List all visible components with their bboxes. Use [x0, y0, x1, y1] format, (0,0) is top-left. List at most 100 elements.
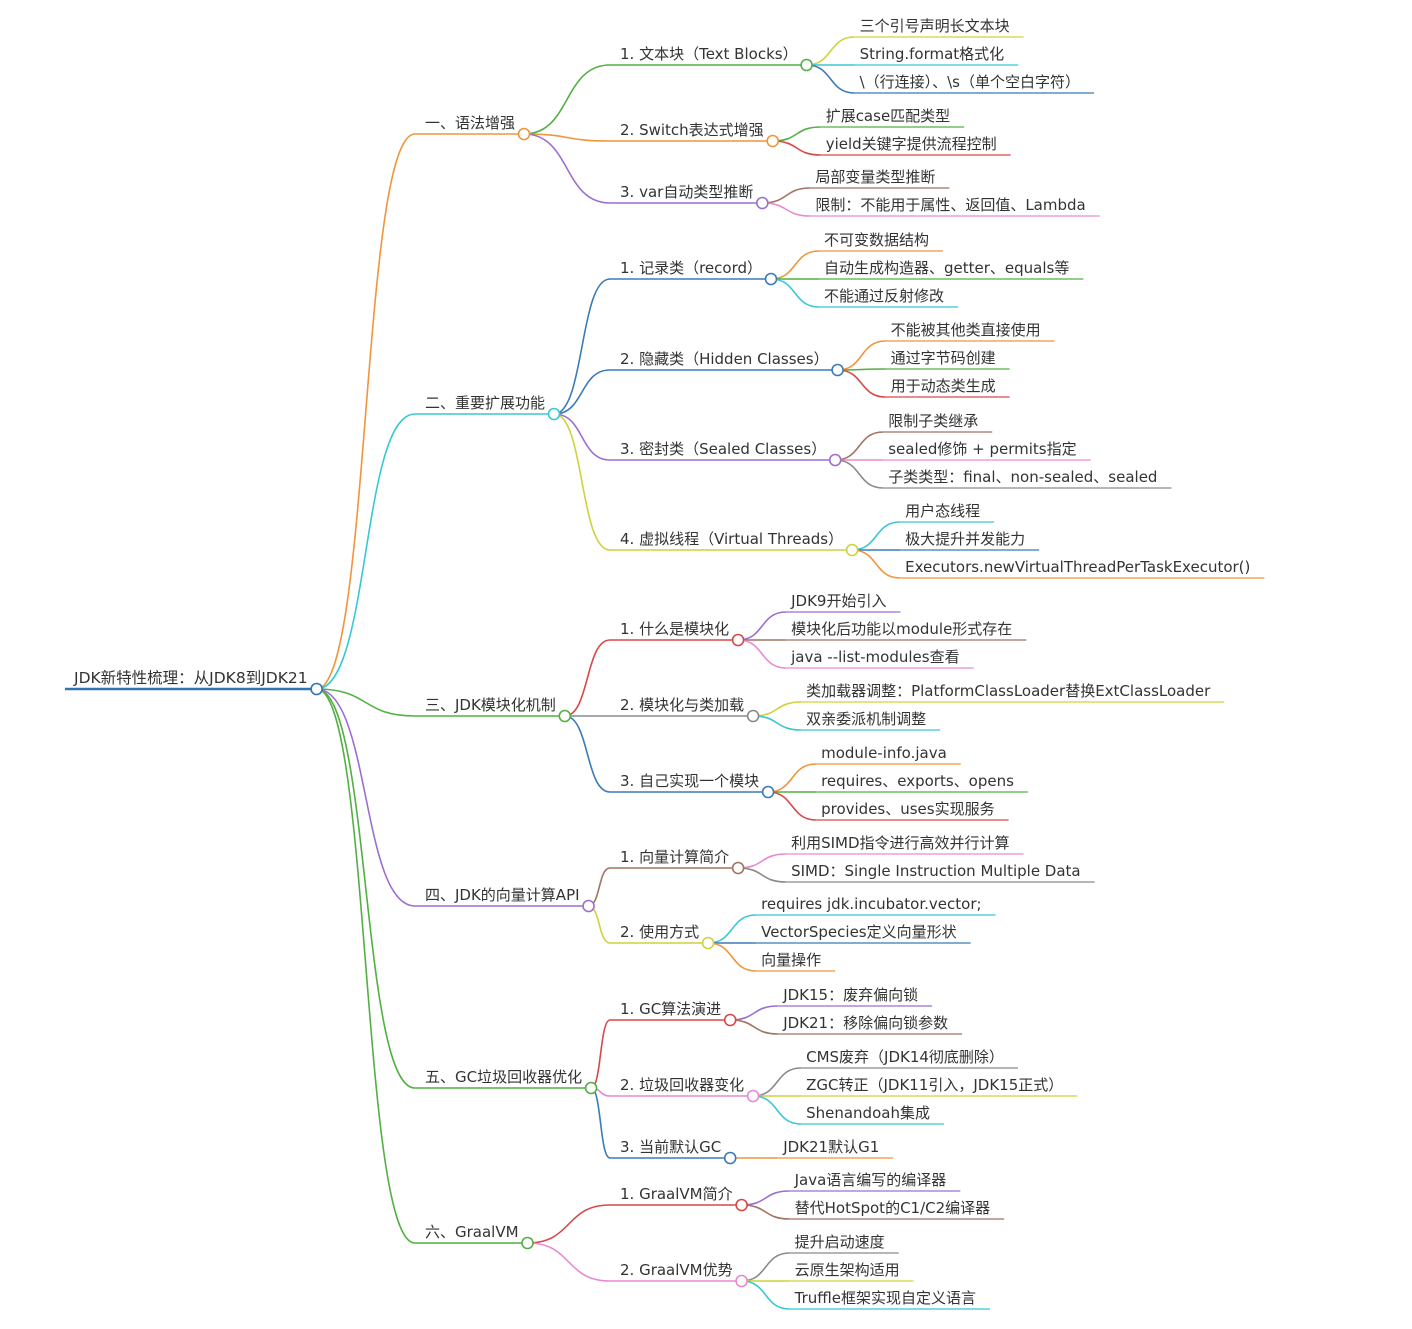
topic-label: 2. Switch表达式增强 [620, 121, 764, 139]
branch-collapse-toggle-4[interactable] [582, 899, 595, 913]
leaf-label: 限制子类继承 [888, 412, 978, 430]
topic-collapse-toggle[interactable] [723, 1013, 737, 1027]
leaf-link [753, 1067, 802, 1097]
topic-label: 1. 记录类（record） [620, 259, 762, 277]
leaf-label: Executors.newVirtualThreadPerTaskExecuto… [905, 558, 1250, 576]
leaf-label: 用户态线程 [905, 502, 980, 520]
branch-collapse-toggle-6[interactable] [521, 1236, 534, 1250]
leaf-link [738, 867, 787, 883]
topic-label: 3. var自动类型推断 [620, 183, 753, 201]
topic-label: 2. 模块化与类加载 [620, 696, 744, 714]
leaf-label: 双亲委派机制调整 [806, 710, 926, 728]
topic-label: 2. 垃圾回收器变化 [620, 1076, 744, 1094]
leaf-link [770, 278, 820, 308]
topic-label: 3. 密封类（Sealed Classes） [620, 440, 826, 458]
topic-collapse-toggle[interactable] [731, 633, 745, 647]
topic-label: 1. GraalVM简介 [620, 1185, 733, 1203]
leaf-link [738, 611, 787, 641]
leaf-link [768, 791, 817, 821]
leaf-label: VectorSpecies定义向量形状 [761, 923, 957, 941]
leaf-link [708, 942, 757, 972]
topic-link [524, 133, 611, 204]
topic-collapse-toggle[interactable] [756, 196, 769, 210]
topic-link [590, 1087, 611, 1159]
leaf-link [741, 1252, 790, 1282]
leaf-link [753, 715, 802, 731]
leaf-link [730, 1005, 779, 1021]
leaf-label: requires jdk.incubator.vector; [761, 895, 981, 913]
topic-collapse-toggle[interactable] [746, 1089, 760, 1103]
leaf-label: 替代HotSpot的C1/C2编译器 [795, 1199, 991, 1217]
topic-collapse-toggle[interactable] [828, 453, 842, 467]
topic-link [553, 413, 611, 551]
topic-label: 3. 当前默认GC [620, 1138, 721, 1156]
topic-label: 4. 虚拟线程（Virtual Threads） [620, 530, 843, 548]
topic-link [553, 369, 611, 415]
topic-collapse-toggle[interactable] [845, 543, 859, 557]
leaf-label: 通过字节码创建 [891, 349, 996, 367]
topic-link [553, 278, 611, 415]
root-node-collapse-toggle[interactable] [310, 682, 323, 696]
branch-collapse-toggle-5[interactable] [584, 1081, 598, 1095]
leaf-link [772, 140, 821, 156]
leaf-label: 利用SIMD指令进行高效并行计算 [791, 834, 1009, 852]
leaf-label: Java语言编写的编译器 [794, 1171, 947, 1189]
topic-link [524, 133, 611, 142]
leaf-label: 不可变数据结构 [824, 231, 929, 249]
branch-collapse-toggle-2[interactable] [547, 407, 561, 421]
leaf-label: 子类类型：final、non-sealed、sealed [888, 468, 1157, 486]
leaf-label: SIMD：Single Instruction Multiple Data [791, 862, 1081, 880]
branch-link [316, 688, 416, 907]
leaf-label: 限制：不能用于属性、返回值、Lambda [815, 196, 1085, 214]
leaf-label: 扩展case匹配类型 [826, 107, 950, 125]
topic-link [590, 1019, 611, 1089]
topic-collapse-toggle[interactable] [764, 272, 778, 286]
leaf-label: java --list-modules查看 [790, 648, 960, 666]
leaf-link [762, 202, 811, 217]
topic-collapse-toggle[interactable] [800, 58, 813, 72]
leaf-link [852, 521, 901, 551]
leaf-link [835, 431, 884, 461]
topic-label: 1. 向量计算简介 [620, 848, 729, 866]
leaf-label: 用于动态类生成 [891, 377, 996, 395]
leaf-link [741, 1204, 790, 1220]
branch-collapse-toggle-1[interactable] [517, 127, 531, 141]
leaf-label: 云原生架构适用 [795, 1261, 900, 1279]
topic-collapse-toggle[interactable] [735, 1274, 748, 1288]
topic-collapse-toggle[interactable] [735, 1198, 748, 1212]
branch-label-5: 五、GC垃圾回收器优化 [425, 1068, 582, 1086]
topic-collapse-toggle[interactable] [746, 709, 760, 723]
leaf-label: \（行连接）、\s（单个空白字符） [860, 73, 1080, 91]
leaf-label: JDK21：移除偏向锁参数 [782, 1014, 948, 1032]
topic-label: 2. 隐藏类（Hidden Classes） [620, 350, 829, 368]
leaf-label: Truffle框架实现自定义语言 [794, 1289, 976, 1307]
leaf-label: ZGC转正（JDK11引入，JDK15正式） [806, 1076, 1063, 1094]
topic-label: 1. GC算法演进 [620, 1000, 721, 1018]
leaf-label: String.format格式化 [860, 45, 1005, 63]
topic-link [524, 64, 611, 135]
leaf-label: yield关键字提供流程控制 [826, 135, 997, 153]
topic-collapse-toggle[interactable] [766, 134, 779, 148]
leaf-link [738, 853, 787, 869]
topic-collapse-toggle[interactable] [831, 363, 844, 377]
topic-collapse-toggle[interactable] [731, 861, 745, 875]
branch-link [316, 688, 416, 717]
leaf-link [753, 1095, 802, 1125]
leaf-link [753, 701, 802, 717]
leaf-label: 极大提升并发能力 [905, 530, 1025, 548]
topic-label: 1. 文本块（Text Blocks） [620, 45, 798, 63]
topic-collapse-toggle[interactable] [701, 936, 715, 950]
topic-collapse-toggle[interactable] [761, 785, 775, 799]
leaf-link [772, 126, 821, 142]
leaf-label: provides、uses实现服务 [821, 800, 995, 818]
leaf-label: JDK9开始引入 [790, 592, 886, 610]
topic-label: 1. 什么是模块化 [620, 620, 729, 638]
branch-label-2: 二、重要扩展功能 [425, 394, 545, 412]
topic-collapse-toggle[interactable] [723, 1151, 737, 1165]
topic-label: 2. GraalVM优势 [620, 1261, 733, 1279]
branch-collapse-toggle-3[interactable] [558, 709, 572, 723]
topic-link [527, 1242, 611, 1282]
leaf-label: 不能被其他类直接使用 [891, 321, 1041, 339]
leaf-link [762, 187, 811, 204]
